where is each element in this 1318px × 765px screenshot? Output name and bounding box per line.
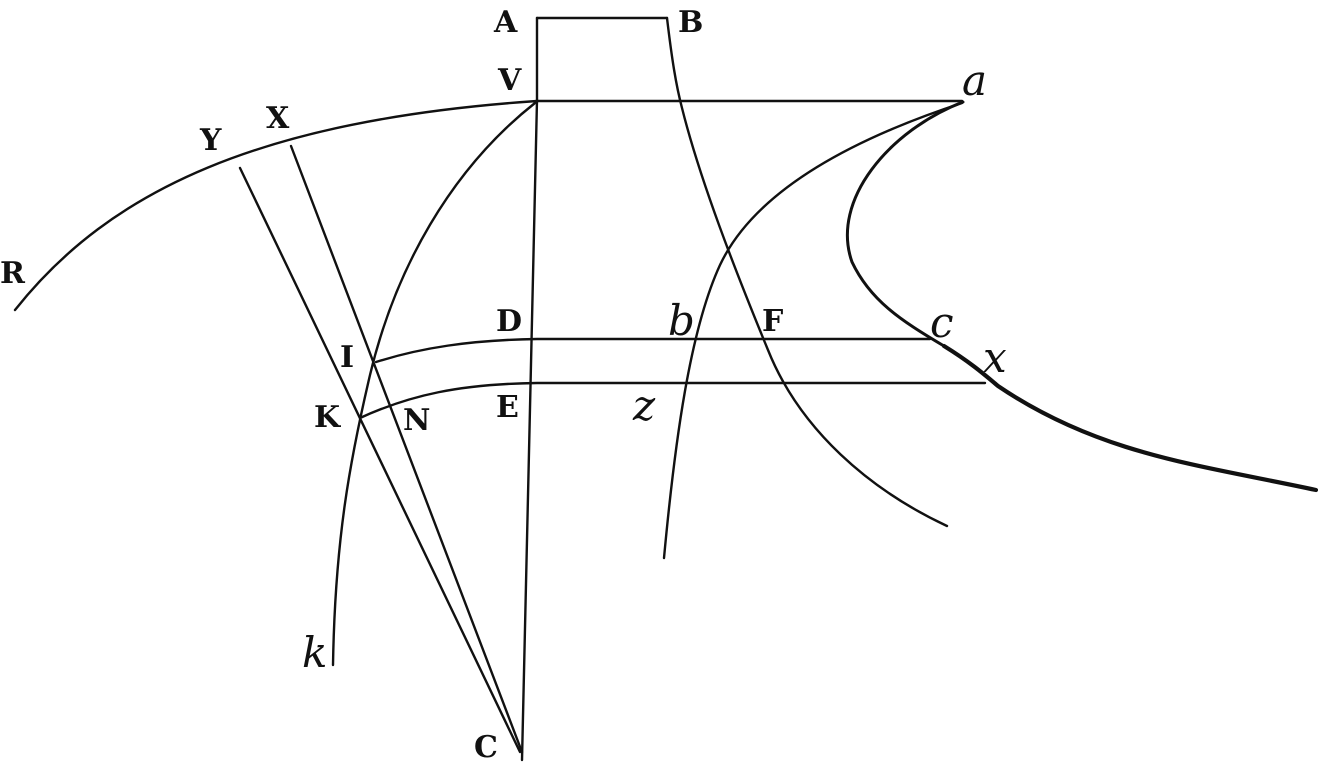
label-x: x	[983, 333, 1007, 382]
line-K-E-x	[358, 381, 987, 420]
label-Y: Y	[199, 123, 222, 158]
arc-R-V	[13, 99, 539, 312]
label-X: X	[266, 101, 290, 136]
label-a: a	[962, 56, 987, 105]
label-N: N	[403, 403, 430, 438]
curve-c-x	[941, 343, 1318, 493]
label-K: K	[314, 400, 341, 435]
label-c: c	[930, 298, 954, 347]
label-C: C	[474, 730, 498, 765]
label-k: k	[302, 628, 327, 677]
label-z: z	[632, 381, 656, 430]
label-R: R	[0, 256, 26, 291]
label-F: F	[762, 304, 783, 339]
curve-a-b	[662, 101, 964, 560]
label-b: b	[668, 296, 695, 345]
label-E: E	[496, 390, 519, 425]
curve-a-c	[845, 100, 965, 348]
curve-V-k	[331, 101, 537, 667]
line-V-C	[520, 98, 539, 762]
label-I: I	[340, 340, 354, 375]
label-A: A	[493, 5, 518, 40]
label-B: B	[678, 5, 703, 40]
line-I-D-c	[374, 337, 932, 364]
label-D: D	[496, 304, 522, 339]
curve-B-F	[665, 16, 949, 528]
label-V: V	[497, 63, 522, 98]
line-Y-C	[238, 166, 522, 754]
line-X-C	[289, 144, 524, 754]
